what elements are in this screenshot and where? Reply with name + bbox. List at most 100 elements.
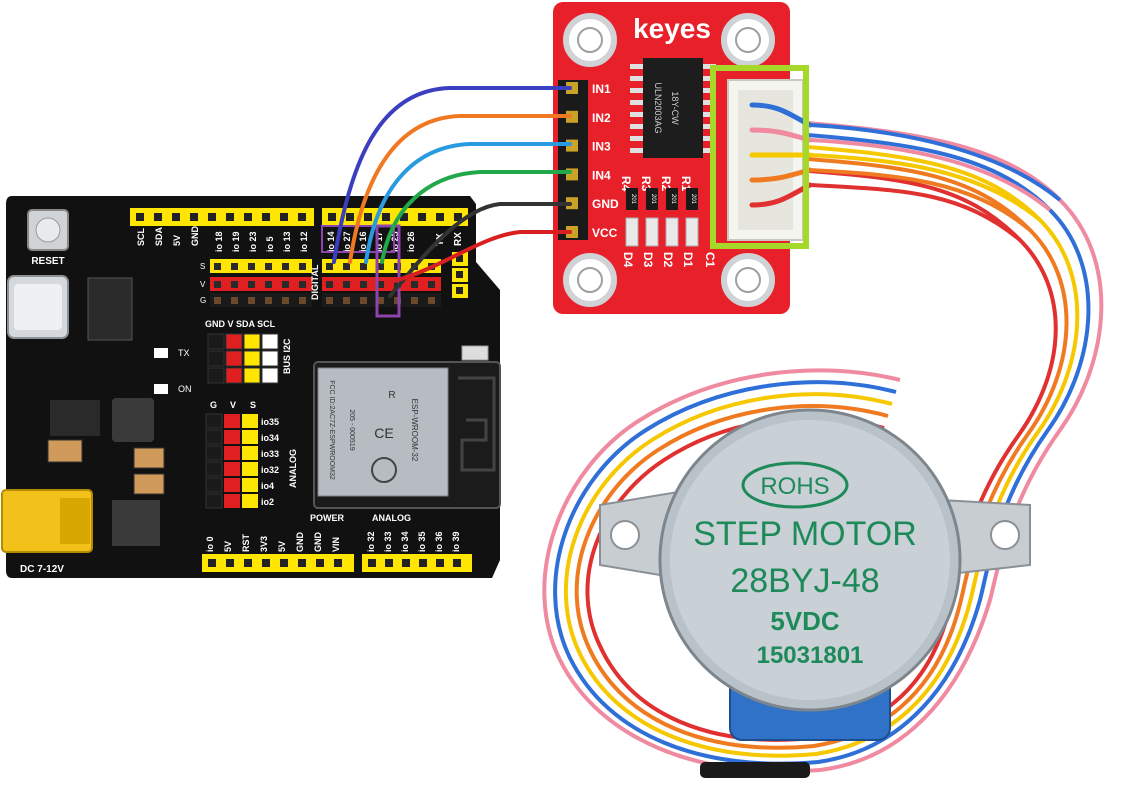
- usb-serial-chip: [87, 277, 133, 341]
- analog-col-label: V: [230, 400, 236, 410]
- i2c-header-label: GND V SDA SCL: [205, 319, 276, 329]
- resistor-value: 201: [630, 194, 636, 205]
- power-pin-label: io 0: [205, 536, 215, 552]
- digital-pin-label: io 12: [299, 231, 309, 252]
- analog-col-label: G: [210, 400, 217, 410]
- digital-pin-label: io 14: [326, 231, 336, 252]
- top-header-label: SCL: [136, 227, 146, 246]
- digital-pin-label: io 17: [374, 231, 384, 252]
- motor-connector-highlight: [710, 65, 809, 249]
- analog-col-label: S: [250, 400, 256, 410]
- led-label: D4: [621, 252, 635, 268]
- power-pin-label: RST: [241, 533, 251, 552]
- motor-wire-run: [809, 123, 1062, 242]
- analog-bottom-pin-label: io 39: [451, 531, 461, 552]
- wire-in2: [348, 114, 572, 264]
- driver-input-label: IN2: [592, 111, 611, 125]
- analog-side-label: ANALOG: [288, 449, 298, 488]
- power-header-strip: [202, 554, 354, 572]
- dc-label: DC 7-12V: [20, 564, 64, 575]
- motor-connector: [727, 79, 813, 241]
- resistor-label: R3: [639, 176, 653, 192]
- analog-pin-label: io35: [261, 417, 279, 427]
- analog-pin-label: io2: [261, 497, 274, 507]
- motor-rohs-text: ROHS: [760, 473, 829, 500]
- driver-input-label: IN4: [592, 168, 611, 182]
- power-pin-label: 5V: [277, 541, 287, 552]
- wire-in1: [332, 86, 572, 264]
- controller-board: RESET DC 7-12V TX ON ESP-WROOM-32 FCC ID…: [1, 196, 501, 578]
- stepper-motor: ROHS STEP MOTOR 28BYJ-48 5VDC 15031801: [542, 118, 1104, 778]
- power-pin-label: VIN: [331, 537, 341, 552]
- resistor-value: 201: [650, 194, 656, 205]
- digital-pin-label: io 5: [265, 236, 275, 252]
- analog-header-strip: [362, 554, 472, 572]
- analog-bottom-pin-label: io 35: [417, 531, 427, 552]
- row-label: S: [200, 262, 205, 271]
- digital-pin-label: io 13: [282, 231, 292, 252]
- resistor-label: R4: [619, 176, 633, 192]
- digital-pin-label: io 26: [406, 231, 416, 252]
- analog-pin-label: io4: [261, 481, 274, 491]
- top-header-label: SDA: [154, 226, 164, 246]
- chip-text-1: ULN2003AG: [653, 82, 663, 133]
- motor-line-3: 5VDC: [770, 606, 840, 636]
- analog-bottom-pin-label: io 33: [383, 531, 393, 552]
- resistor-label: R1: [679, 176, 693, 192]
- resistor-value: 201: [690, 194, 696, 205]
- digital-label: DIGITAL: [310, 264, 320, 300]
- wire-gnd: [388, 202, 572, 298]
- control-wires: [332, 86, 572, 298]
- top-header-label: GND: [190, 226, 200, 247]
- driver-input-label: IN3: [592, 140, 611, 154]
- resistor-value: 201: [670, 194, 676, 205]
- module-mark-r: R: [388, 390, 395, 401]
- driver-board: keyes ULN2003AG 18Y-CW IN1IN2IN3IN4GNDVC…: [553, 2, 813, 314]
- digital-pin-label: io 16: [358, 231, 368, 252]
- row-label: G: [200, 296, 206, 305]
- top-header-strip: [130, 208, 314, 226]
- analog-pin-label: io32: [261, 465, 279, 475]
- driver-input-header: [558, 80, 588, 240]
- analog-pin-label: io33: [261, 449, 279, 459]
- tx-small-label: TX: [178, 348, 190, 358]
- digital-pin-label: io 27: [342, 231, 352, 252]
- module-line-3: 205 - 000519: [348, 409, 355, 450]
- driver-brand: keyes: [633, 13, 711, 44]
- chip-text-2: 18Y-CW: [670, 91, 680, 125]
- module-mark-ce: CE: [374, 425, 393, 441]
- analog-bottom-pin-label: io 36: [434, 531, 444, 552]
- driver-mount-holes: [563, 13, 775, 307]
- digital-pin-label: io 18: [214, 231, 224, 252]
- motor-line-1: STEP MOTOR: [693, 515, 917, 553]
- led-label: D1: [681, 252, 695, 268]
- capacitor-label: C1: [703, 252, 717, 268]
- driver-input-label: GND: [592, 197, 619, 211]
- module-line-1: ESP-WROOM-32: [410, 399, 419, 462]
- rohs-badge: [741, 461, 849, 509]
- uln2003-chip: ULN2003AG 18Y-CW: [630, 58, 716, 158]
- bus-i2c-label: BUS I2C: [282, 338, 292, 374]
- esp32-module: ESP-WROOM-32 FCC ID:2AC7Z-ESPWROOM32 205…: [313, 361, 501, 509]
- row-label: V: [200, 280, 206, 289]
- power-label: POWER: [310, 513, 345, 523]
- regulator-chip: [112, 398, 154, 442]
- power-pin-label: GND: [295, 532, 305, 553]
- led-label: D3: [641, 252, 655, 268]
- digital-pin-label: io 19: [231, 231, 241, 252]
- wire-vcc: [388, 230, 572, 284]
- wire-in3: [364, 142, 572, 264]
- analog-bottom-pin-label: io 34: [400, 531, 410, 552]
- analog-bottom-pin-label: io 32: [366, 531, 376, 552]
- power-pin-label: 5V: [223, 541, 233, 552]
- top-header-label: 5V: [172, 235, 182, 246]
- on-small-label: ON: [178, 384, 192, 394]
- driver-input-label: IN1: [592, 82, 611, 96]
- analog-label: ANALOG: [372, 513, 411, 523]
- rx-label: RX: [453, 232, 464, 246]
- power-pin-label: GND: [313, 532, 323, 553]
- motor-line-2: 28BYJ-48: [730, 562, 879, 600]
- led-label: D2: [661, 252, 675, 268]
- wire-in4: [380, 170, 572, 264]
